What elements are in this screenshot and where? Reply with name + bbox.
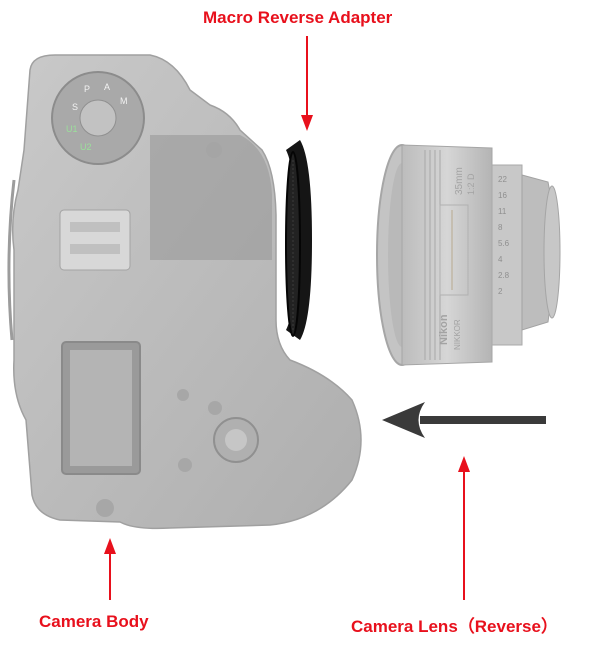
svg-text:8: 8: [498, 223, 503, 232]
body-pointer-arrow: [104, 538, 116, 600]
lens-series-text: NIKKOR: [453, 319, 462, 350]
lens-aperture-text: 1:2 D: [466, 173, 476, 195]
lens-aperture-ring: [491, 164, 523, 346]
svg-text:16: 16: [498, 191, 507, 200]
info-button: [178, 458, 192, 472]
strap-eyelet: [206, 142, 222, 158]
lens-focal-text: 35mm: [454, 167, 465, 195]
hot-shoe: [59, 209, 131, 271]
svg-text:4: 4: [498, 255, 503, 264]
viewfinder-housing: [150, 135, 272, 260]
camera-lens-icon: 22 16 11 8 5.6 4 2.8 2 Nikon 35mm 1:2 D …: [376, 144, 561, 366]
adapter-label: Macro Reverse Adapter: [203, 8, 393, 27]
svg-text:2.8: 2.8: [498, 271, 510, 280]
adapter-pointer-arrow: [301, 36, 313, 131]
live-view-button: [177, 389, 189, 401]
aperture-scale: 22 16 11 8 5.6 4 2.8 2: [498, 175, 510, 296]
mode-dial-center: [79, 99, 117, 137]
svg-text:P: P: [84, 84, 90, 94]
camera-lens-label: Camera Lens（Reverse）: [351, 617, 558, 636]
ok-button: [96, 499, 114, 517]
svg-text:A: A: [104, 82, 110, 92]
svg-text:U2: U2: [80, 142, 92, 152]
camera-body-icon: S P A M U1 U2: [7, 54, 362, 530]
left-arrow-icon: [382, 402, 546, 438]
camera-body-label: Camera Body: [39, 612, 149, 631]
adapter-ring-icon: [285, 140, 312, 340]
svg-text:5.6: 5.6: [498, 239, 510, 248]
direction-arrow-head: [382, 402, 425, 438]
svg-text:S: S: [72, 102, 78, 112]
svg-text:11: 11: [498, 207, 507, 216]
distance-scale-window: [439, 204, 469, 296]
lens-brand-text: Nikon: [438, 314, 450, 345]
svg-text:M: M: [120, 96, 128, 106]
svg-text:U1: U1: [66, 124, 78, 134]
svg-text:22: 22: [498, 175, 507, 184]
lens-pointer-arrow: [458, 456, 470, 600]
af-on-button: [208, 401, 222, 415]
camera-grip-ridge: [7, 179, 16, 341]
svg-text:2: 2: [498, 287, 503, 296]
